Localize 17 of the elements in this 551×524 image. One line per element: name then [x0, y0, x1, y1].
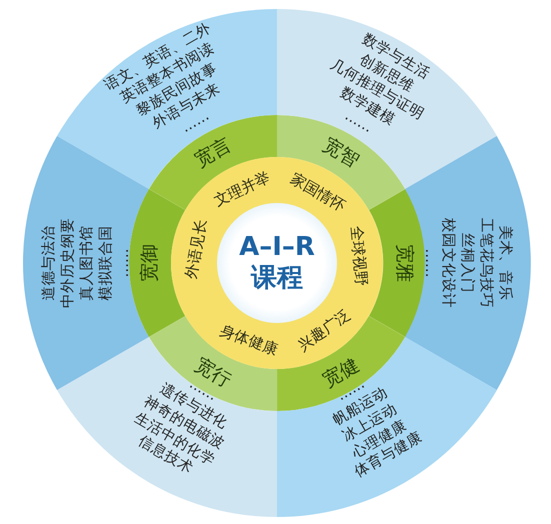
theme-label: 外语见长: [182, 218, 210, 280]
course-name: ……: [420, 248, 439, 280]
theme-label: 兴趣广泛: [294, 306, 354, 355]
course-name: 丝桐入门: [458, 232, 476, 295]
course-name: 模拟联合国: [96, 224, 114, 302]
course-name: 校园文化设计: [440, 218, 458, 308]
center-title: A–I–R课程: [238, 232, 316, 294]
category-label: 宽雅: [392, 244, 416, 282]
course-name: 工笔花鸟技巧: [477, 218, 496, 308]
category-label: 宽御: [138, 244, 162, 282]
course-name: 美术、音乐: [496, 224, 514, 302]
course-name: 中外历史纲要: [58, 218, 77, 308]
theme-label: 全球视野: [347, 225, 370, 287]
theme-label: 身体健康: [218, 321, 280, 359]
course-name: 道德与法治: [40, 224, 58, 302]
course-name: 真人图书馆: [78, 224, 96, 302]
course-name: ……: [115, 248, 134, 280]
